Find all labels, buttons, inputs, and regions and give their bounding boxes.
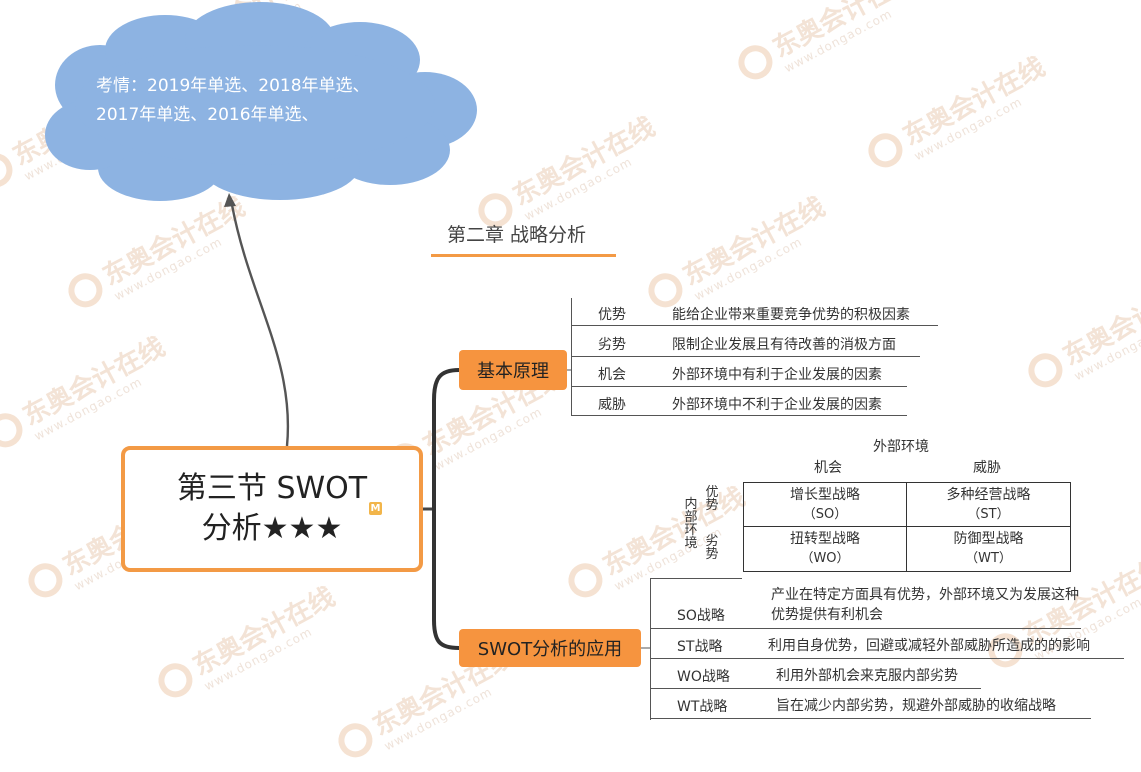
row-divider	[572, 386, 907, 387]
matrix-external-title: 外部环境	[873, 439, 929, 455]
matrix-cell-st: 多种经营战略 （ST）	[907, 483, 1070, 527]
cell-strategy-name: 多种经营战略	[946, 487, 1031, 503]
basic-row-value: 限制企业发展且有待改善的消极方面	[672, 337, 896, 353]
branch-swot-application[interactable]: SWOT分析的应用	[459, 629, 641, 667]
connector-layer	[45, 2, 651, 650]
basic-row-key: 劣势	[598, 337, 626, 353]
cell-strategy-name: 扭转型战略	[790, 531, 860, 547]
marker-badge-icon: M	[369, 502, 382, 515]
basic-row-key: 威胁	[598, 397, 626, 413]
cell-strategy-name: 增长型战略	[790, 487, 860, 503]
row-divider	[651, 718, 1091, 719]
basic-bracket	[571, 298, 578, 416]
cell-strategy-code: （ST）	[967, 507, 1010, 522]
branch-basic-principles[interactable]: 基本原理	[459, 350, 567, 390]
application-bracket	[650, 578, 657, 720]
root-title-line-2: 分析★★★	[201, 511, 343, 546]
swot-matrix: 增长型战略 （SO） 多种经营战略 （ST） 扭转型战略 （WO） 防御型战略 …	[743, 482, 1071, 572]
application-row-key: WT战略	[677, 699, 728, 715]
matrix-row-strength: 优势	[705, 485, 719, 513]
cloud-shape	[45, 2, 477, 201]
basic-row-value: 外部环境中不利于企业发展的因素	[672, 397, 882, 413]
cell-strategy-code: （WT）	[965, 551, 1012, 566]
matrix-cell-wt: 防御型战略 （WT）	[907, 527, 1070, 571]
basic-row-value: 能给企业带来重要竞争优势的积极因素	[672, 307, 910, 323]
row-divider	[572, 415, 907, 416]
cell-strategy-code: （WO）	[800, 551, 850, 566]
matrix-row-group-label: 内部环境	[684, 497, 698, 551]
basic-row-key: 机会	[598, 367, 626, 383]
application-row-value: 利用自身优势，回避或减轻外部威胁所造成的的影响	[768, 638, 1090, 654]
application-row-value: 产业在特定方面具有优势，外部环境又为发展这种优势提供有利机会	[771, 587, 1079, 623]
branch-connector	[432, 368, 460, 650]
application-row-value: 旨在减少内部劣势，规避外部威胁的收缩战略	[776, 698, 1056, 714]
root-title-line-1: 第三节 SWOT	[176, 471, 368, 506]
basic-row-key: 优势	[598, 307, 626, 323]
row-divider	[572, 356, 920, 357]
chapter-underline	[431, 254, 616, 257]
application-row-key: SO战略	[677, 608, 725, 624]
cloud-connector-arrow	[230, 204, 290, 447]
basic-row-value: 外部环境中有利于企业发展的因素	[672, 367, 882, 383]
row-divider	[650, 578, 742, 579]
cloud-exam-note: 考情：2019年单选、2018年单选、2017年单选、2016年单选、	[96, 76, 370, 125]
matrix-col-opportunity: 机会	[814, 460, 842, 476]
matrix-row-weakness: 劣势	[705, 534, 719, 562]
chapter-title: 第二章 战略分析	[447, 224, 587, 246]
cell-strategy-name: 防御型战略	[953, 531, 1024, 547]
matrix-col-threat: 威胁	[973, 460, 1001, 476]
matrix-cell-wo: 扭转型战略 （WO）	[744, 527, 907, 571]
row-divider	[651, 628, 1081, 629]
row-divider	[651, 688, 981, 689]
matrix-cell-so: 增长型战略 （SO）	[744, 483, 907, 527]
row-divider	[572, 325, 938, 326]
arrow-head	[224, 193, 236, 207]
application-row-key: ST战略	[677, 639, 723, 655]
application-row-value: 利用外部机会来克服内部劣势	[776, 668, 958, 684]
cell-strategy-code: （SO）	[802, 507, 848, 522]
row-divider	[651, 658, 1124, 659]
application-row-key: WO战略	[677, 669, 730, 685]
